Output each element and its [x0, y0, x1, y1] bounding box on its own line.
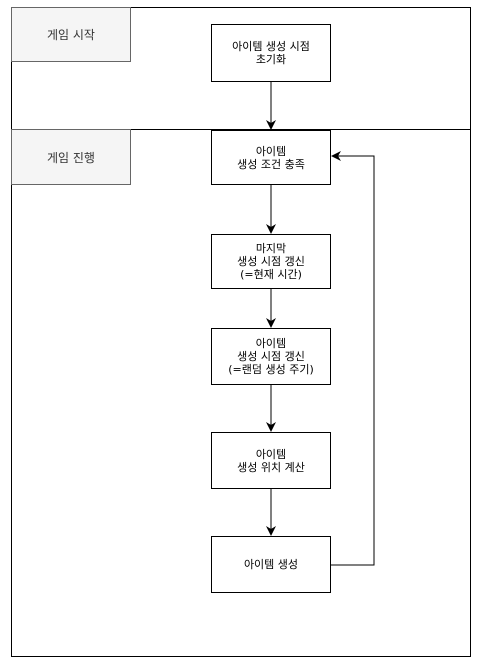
node-item-spawn-time-init: 아이템 생성 시점 초기화 [211, 24, 331, 82]
node-next-spawn-time-update: 아이템 생성 시점 갱신 (=랜덤 생성 주기) [211, 328, 331, 385]
node-item-create: 아이템 생성 [211, 536, 331, 593]
lane-game-progress [11, 129, 471, 657]
node-item-spawn-condition-met: 아이템 생성 조건 충족 [211, 130, 331, 185]
node-spawn-position-calc: 아이템 생성 위치 계산 [211, 432, 331, 489]
node-last-spawn-time-update: 마지막 생성 시점 갱신 (=현재 시간) [211, 234, 331, 289]
lane-label-game-progress: 게임 진행 [11, 129, 131, 185]
lane-label-game-start: 게임 시작 [11, 7, 131, 62]
